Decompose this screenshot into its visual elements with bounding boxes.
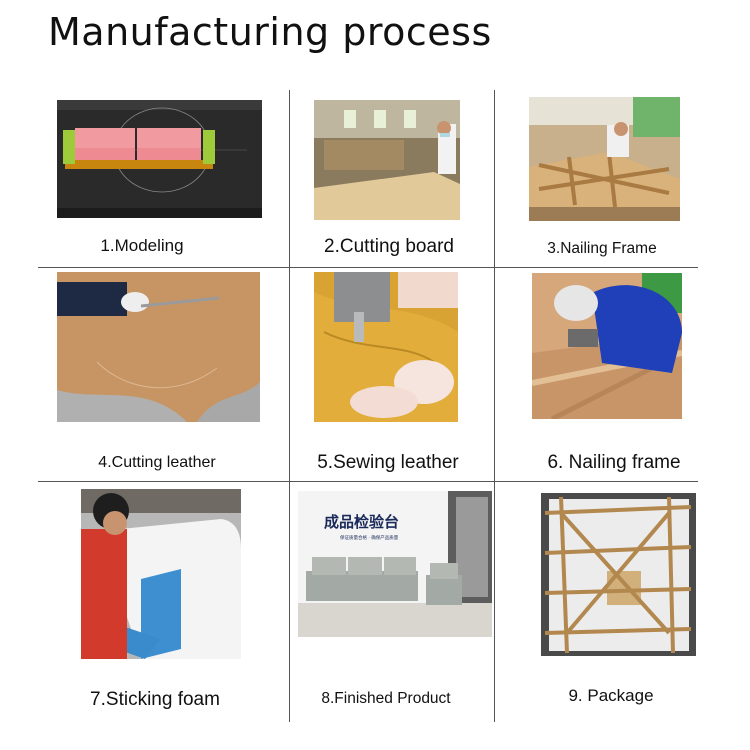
step-4-cutting-leather-photo — [57, 272, 260, 422]
step-8-finished-product-photo: 成品检验台 保证质量合格 · 确保产品质量 — [298, 491, 492, 637]
showroom-sub-text: 保证质量合格 · 确保产品质量 — [340, 534, 399, 541]
step-3-nailing-frame-photo — [529, 97, 680, 221]
grid-divider — [38, 481, 698, 482]
step-9-label: 9. Package — [568, 686, 654, 705]
step-6-nailing-frame-photo — [532, 273, 682, 419]
step-1-modeling-photo — [57, 100, 262, 218]
step-4-label: 4.Cutting leather — [98, 454, 216, 471]
step-2-label: 2.Cutting board — [324, 236, 454, 257]
page-title: Manufacturing process — [48, 10, 492, 54]
showroom-sign-text: 成品检验台 — [324, 513, 399, 531]
step-1-label: 1.Modeling — [100, 236, 184, 255]
grid-divider — [494, 90, 495, 722]
step-7-sticking-foam-photo — [81, 489, 241, 659]
step-2-cutting-board-photo — [314, 100, 460, 220]
step-5-sewing-leather-photo — [314, 272, 458, 422]
grid-divider — [289, 90, 290, 722]
step-3-label: 3.Nailing Frame — [547, 240, 657, 257]
step-8-label: 8.Finished Product — [321, 690, 451, 707]
step-7-label: 7.Sticking foam — [90, 689, 220, 710]
step-5-label: 5.Sewing leather — [317, 452, 459, 473]
grid-divider — [38, 267, 698, 268]
step-6-label: 6. Nailing frame — [547, 452, 681, 473]
step-9-package-photo — [541, 493, 696, 656]
